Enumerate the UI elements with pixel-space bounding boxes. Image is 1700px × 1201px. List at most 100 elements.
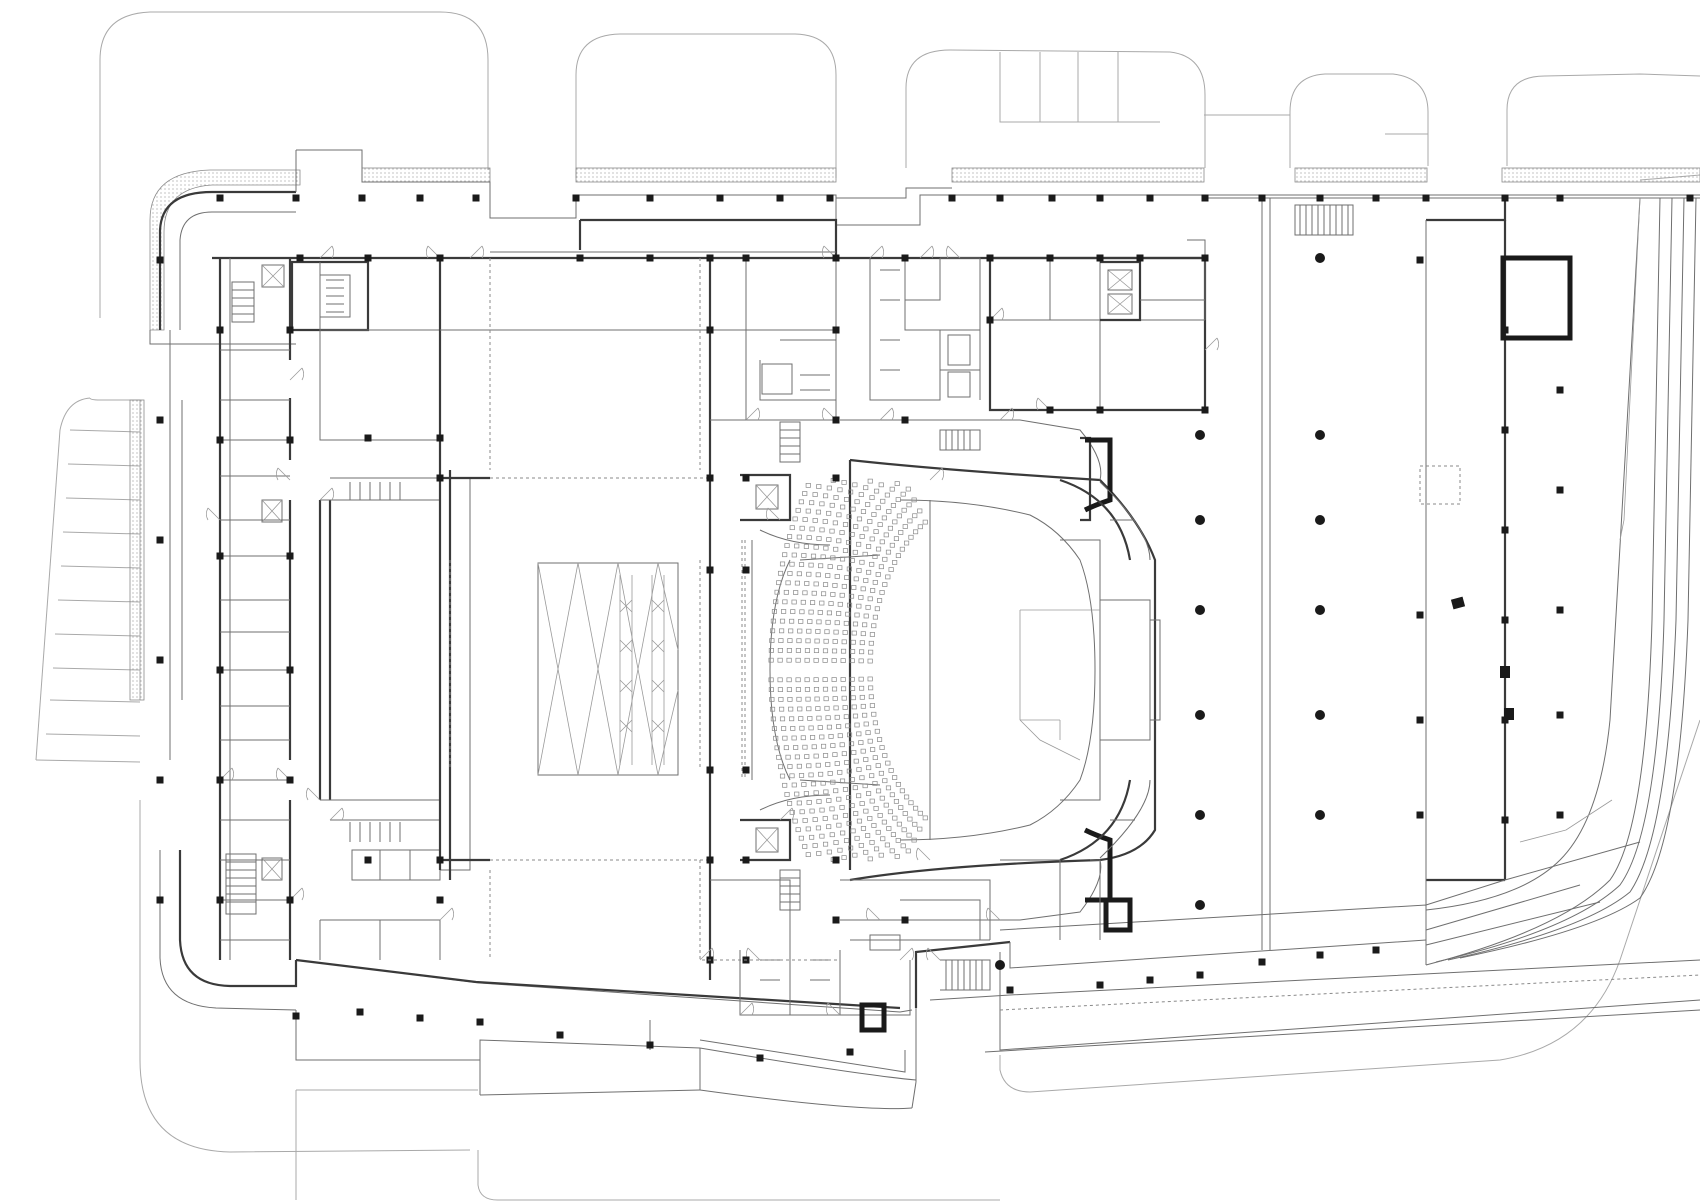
seat-icon <box>850 828 856 834</box>
seat-icon <box>846 566 852 572</box>
seat-icon <box>805 508 811 514</box>
seat-icon <box>831 648 838 654</box>
seat-icon <box>869 703 875 708</box>
seat-icon <box>829 832 835 838</box>
seat-icon <box>866 765 872 771</box>
seat-icon <box>813 657 819 663</box>
column-icon <box>1046 406 1054 414</box>
door-icon <box>946 245 961 259</box>
seat-icon <box>841 695 847 701</box>
seat-icon <box>871 711 877 717</box>
seat-icon <box>899 546 905 552</box>
seat-icon <box>853 576 859 582</box>
column-icon <box>364 254 372 262</box>
seat-icon <box>768 677 774 683</box>
boundary-lines <box>489 197 1641 961</box>
seat-icon <box>883 532 889 538</box>
seat-icon <box>823 638 829 644</box>
seat-icon <box>791 552 797 558</box>
seat-icon <box>850 506 856 512</box>
elevator-icon <box>261 264 285 288</box>
column-icon <box>286 326 294 334</box>
seat-icon <box>840 504 846 510</box>
seat-icon <box>816 715 822 721</box>
seat-icon <box>845 611 851 617</box>
seat-icon <box>852 713 859 719</box>
column-icon <box>706 856 714 864</box>
seat-icon <box>885 760 891 766</box>
door-icon <box>766 507 781 521</box>
seat-icon <box>805 483 811 488</box>
seat-icon <box>794 543 800 549</box>
seat-icon <box>804 581 810 586</box>
seat-icon <box>816 484 822 489</box>
column-icon <box>1501 616 1509 624</box>
seat-icon <box>826 510 832 516</box>
door-icon <box>779 807 794 821</box>
seat-icon <box>853 758 859 764</box>
column-icon <box>286 776 294 784</box>
seat-icon <box>859 559 865 565</box>
seat-icon <box>867 658 873 664</box>
seat-icon <box>823 696 829 702</box>
seat-icon <box>868 649 874 655</box>
seat-icon <box>895 781 901 787</box>
column-icon <box>1096 406 1104 414</box>
seat-icon <box>796 800 802 806</box>
seat-icon <box>852 549 858 555</box>
column-icon <box>216 896 224 904</box>
column-icon <box>832 474 840 482</box>
seat-icon <box>872 579 878 585</box>
seat-icon <box>787 534 793 539</box>
seat-icon <box>813 581 819 587</box>
seat-icon <box>875 763 881 768</box>
seat-icon <box>842 705 848 710</box>
column-icon <box>572 194 580 202</box>
door-icon <box>879 407 894 421</box>
seat-icon <box>889 848 895 854</box>
column-icon <box>286 436 294 444</box>
seat-icon <box>805 696 811 702</box>
column-icon <box>901 416 909 424</box>
seat-icon <box>822 816 828 821</box>
seat-icon <box>828 601 834 606</box>
seat-icon <box>786 677 792 683</box>
seat-icon <box>877 813 883 818</box>
seat-icon <box>808 725 814 731</box>
column-icon <box>436 896 444 904</box>
seat-icon <box>875 788 882 794</box>
seat-icon <box>820 554 826 560</box>
seat-icon <box>801 782 807 787</box>
seat-icon <box>829 502 835 508</box>
seat-icon <box>869 773 875 779</box>
seat-icon <box>817 725 823 730</box>
seat-icon <box>832 639 838 644</box>
elevators <box>261 264 1133 881</box>
seat-icon <box>833 629 839 635</box>
seat-icon <box>833 705 839 711</box>
seat-icon <box>866 791 872 796</box>
seat-icon <box>872 755 878 761</box>
seat-icon <box>832 696 838 701</box>
seat-icon <box>879 745 885 750</box>
seat-icon <box>840 648 847 654</box>
seat-icon <box>892 519 898 525</box>
seat-icon <box>886 826 892 831</box>
seat-icon <box>848 593 855 599</box>
seat-icon <box>777 764 784 770</box>
seat-icon <box>822 519 828 524</box>
column-icon <box>1422 194 1430 202</box>
seat-icon <box>845 723 851 729</box>
seat-icon <box>770 618 776 624</box>
seat-icon <box>792 818 798 824</box>
seat-icon <box>907 816 913 822</box>
seat-icon <box>822 658 828 663</box>
column-icon <box>292 194 300 202</box>
seat-icon <box>779 561 786 567</box>
seat-icon <box>881 515 887 521</box>
seat-icon <box>828 734 834 739</box>
seat-icon <box>858 658 864 664</box>
seat-icon <box>825 762 831 767</box>
seat-icon <box>837 847 843 853</box>
column-icon <box>706 254 714 262</box>
